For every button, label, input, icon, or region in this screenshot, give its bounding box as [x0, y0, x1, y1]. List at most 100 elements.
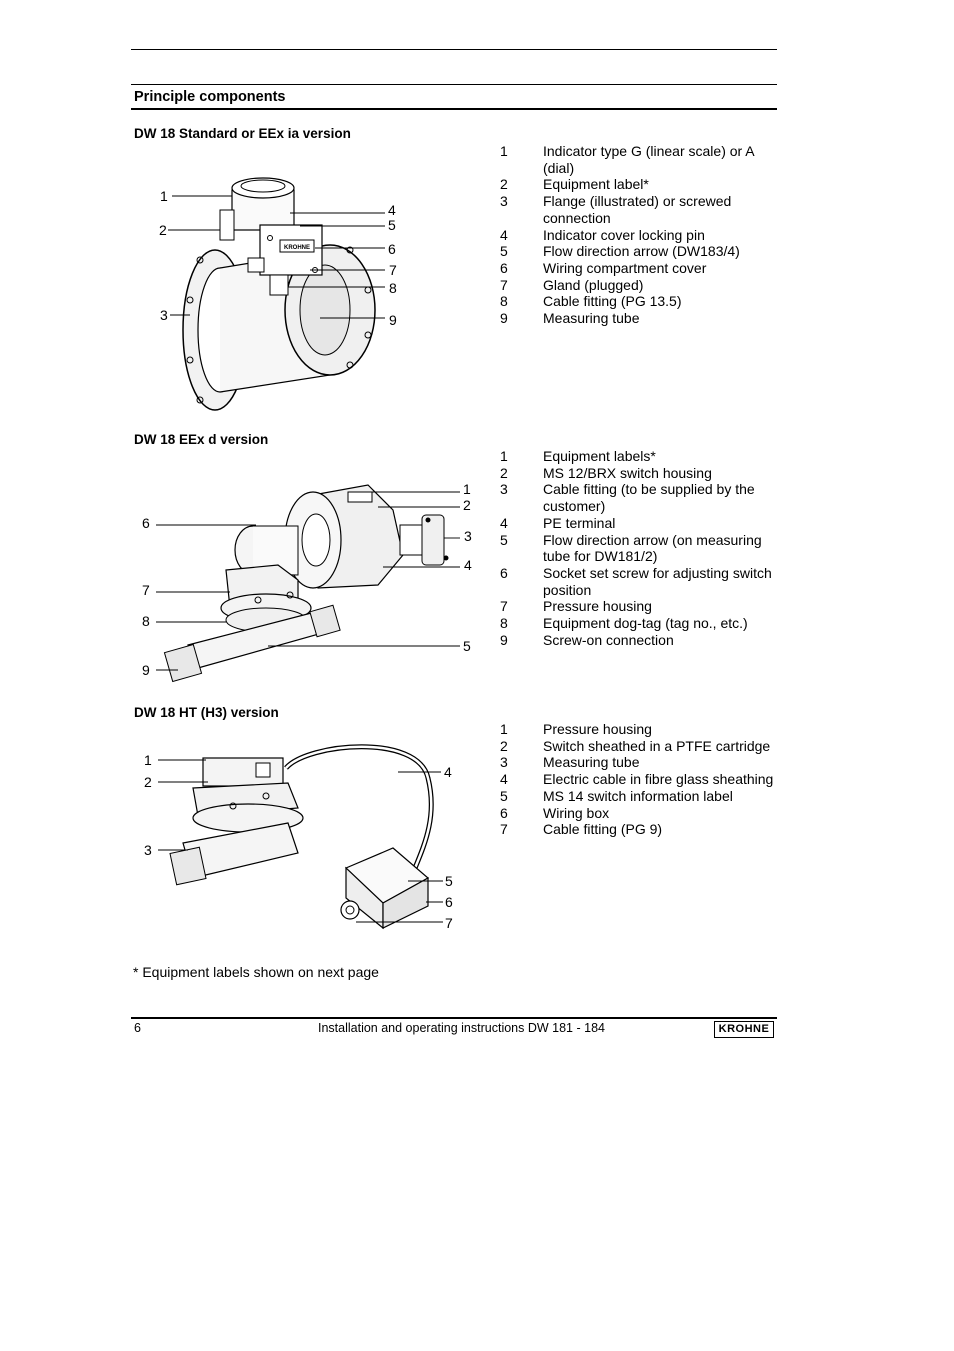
header-rule [131, 84, 777, 85]
legend-item: 6 Socket set screw for adjusting switch p… [498, 565, 778, 598]
figure3-callout: 4 [444, 764, 452, 780]
legend-number: 1 [500, 143, 508, 159]
legend-text: PE terminal [543, 514, 616, 531]
legend-number: 6 [500, 259, 508, 276]
legend-text: MS 12/BRX switch housing [543, 464, 712, 481]
section-title-underline [131, 108, 777, 110]
figure2-callout: 2 [463, 497, 471, 513]
figure2-callout: 1 [463, 481, 471, 497]
legend-item: 5 Flow direction arrow (DW183/4) [498, 243, 778, 260]
legend-item: 2 Equipment label* [498, 176, 778, 193]
figure3-callout: 3 [144, 842, 152, 858]
footer-doc-title: Installation and operating instructions … [318, 1021, 605, 1035]
legend-number: 7 [500, 598, 508, 615]
legend-number: 4 [500, 226, 508, 243]
figure2-callout: 9 [142, 662, 150, 678]
figure1-callout: 3 [160, 307, 168, 323]
legend-number: 2 [500, 176, 508, 193]
legend-text: Cable fitting (PG 13.5) [543, 293, 682, 310]
legend-number: 8 [500, 293, 508, 310]
legend-text: Cable fitting (PG 9) [543, 821, 663, 838]
figure1-callout: 5 [388, 217, 396, 233]
legend-item: 3 Measuring tube [498, 754, 778, 771]
legend-text: MS 14 switch information label [543, 787, 733, 804]
figure2-callout: 7 [142, 582, 150, 598]
legend-text: Gland (plugged) [543, 276, 644, 293]
figure2-callout: 5 [463, 638, 471, 654]
legend-number: 3 [500, 754, 508, 771]
legend-number: 6 [500, 804, 508, 821]
page-number: 6 [134, 1021, 141, 1035]
figure2-callout: 6 [142, 515, 150, 531]
legend-text: Electric cable in fibre glass sheathing [543, 771, 774, 788]
legend-number: 4 [500, 771, 508, 788]
legend-number: 5 [500, 787, 508, 804]
legend-text: Wiring box [543, 804, 610, 821]
legend-number: 1 [500, 721, 508, 737]
legend-text: Pressure housing [543, 598, 652, 615]
header-top-rule [131, 49, 777, 50]
subsection-title-ht: DW 18 HT (H3) version [134, 705, 279, 720]
figure1-callout: 7 [389, 262, 397, 278]
legend-text: Flow direction arrow (on measuring tube … [543, 531, 762, 565]
footer-rule [131, 1017, 777, 1019]
figure-eexd-version: 1 2 3 4 5 6 7 8 9 [138, 470, 478, 690]
legend-number: 2 [500, 464, 508, 481]
legend-text: Screw-on connection [543, 631, 674, 648]
figure2-callout: 3 [464, 528, 472, 544]
legend-number: 7 [500, 276, 508, 293]
figure1-callout: 2 [159, 222, 167, 238]
legend-item: 8 Equipment dog-tag (tag no., etc.) [498, 615, 778, 632]
legend-item: 7 Pressure housing [498, 598, 778, 615]
legend-number: 6 [500, 564, 508, 581]
legend-text: Pressure housing [543, 721, 652, 737]
figure1-callout: 6 [388, 241, 396, 257]
legend-text: Wiring compartment cover [543, 259, 707, 276]
legend-text: Measuring tube [543, 310, 640, 327]
figure3-callout: 5 [445, 873, 453, 889]
legend-number: 5 [500, 243, 508, 260]
legend-text: Equipment label* [543, 176, 649, 193]
subsection-title-eexd: DW 18 EEx d version [134, 432, 269, 447]
figure-ht-drawing: 1 2 3 4 5 6 7 [144, 744, 453, 931]
legend-text: Cable fitting (to be supplied by the cus… [543, 481, 755, 515]
legend-text: Equipment labels* [543, 448, 656, 464]
subsection-title-standard: DW 18 Standard or EEx ia version [134, 126, 351, 141]
legend-item: 2 MS 12/BRX switch housing [498, 465, 778, 482]
figure3-callout: 2 [144, 774, 152, 790]
legend-number: 7 [500, 821, 508, 838]
footnote: * Equipment labels shown on next page [133, 964, 379, 980]
figure3-callout: 1 [144, 752, 152, 768]
legend-text: Measuring tube [543, 754, 640, 771]
legend-item: 9 Screw-on connection [498, 632, 778, 649]
legend-item: 8 Cable fitting (PG 13.5) [498, 293, 778, 310]
legend-number: 3 [500, 193, 508, 210]
legend-text: Flow direction arrow (DW183/4) [543, 243, 740, 260]
figure1-callout: 9 [389, 312, 397, 328]
legend-item: 1 Pressure housing [498, 721, 778, 738]
legend-number: 9 [500, 631, 508, 648]
legend-item: 4 PE terminal [498, 515, 778, 532]
legend-item: 9 Measuring tube [498, 310, 778, 327]
legend-number: 8 [500, 615, 508, 632]
legend-number: 4 [500, 514, 508, 531]
legend-item: 7 Cable fitting (PG 9) [498, 821, 778, 838]
legend-number: 3 [500, 481, 508, 498]
legend-text: Equipment dog-tag (tag no., etc.) [543, 615, 748, 632]
krohne-plate-text: KROHNE [284, 245, 310, 251]
legend-text: Switch sheathed in a PTFE cartridge [543, 737, 771, 754]
legend-item: 4 Electric cable in fibre glass sheathing [498, 771, 778, 788]
figure1-callout: 1 [160, 188, 168, 204]
legend-number: 9 [500, 310, 508, 327]
legend-text: Socket set screw for adjusting switch po… [543, 564, 772, 598]
legend-item: 6 Wiring box [498, 805, 778, 822]
figure1-callout: 4 [388, 202, 396, 218]
